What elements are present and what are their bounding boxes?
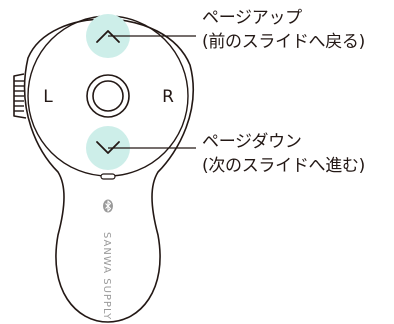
page-down-callout: ページダウン (次のスライドへ進む) — [202, 130, 365, 178]
bluetooth-icon — [103, 199, 113, 213]
page-up-note: (前のスライドへ戻る) — [202, 32, 365, 52]
page-down-title: ページダウン — [202, 132, 302, 152]
left-button-label[interactable]: L — [43, 87, 53, 107]
remote-body — [23, 18, 194, 323]
chevron-down-icon — [96, 141, 120, 154]
brand-text: SANWA SUPPLY — [101, 232, 112, 320]
page-down-note: (次のスライドへ進む) — [202, 156, 365, 176]
page-up-title: ページアップ — [202, 8, 302, 28]
chevron-up-icon — [96, 30, 120, 43]
right-button-label[interactable]: R — [162, 87, 174, 107]
side-scroll-wheel — [13, 73, 27, 119]
center-button[interactable] — [86, 74, 130, 118]
page-up-callout: ページアップ (前のスライドへ戻る) — [202, 6, 365, 54]
led-indicator — [100, 173, 116, 180]
